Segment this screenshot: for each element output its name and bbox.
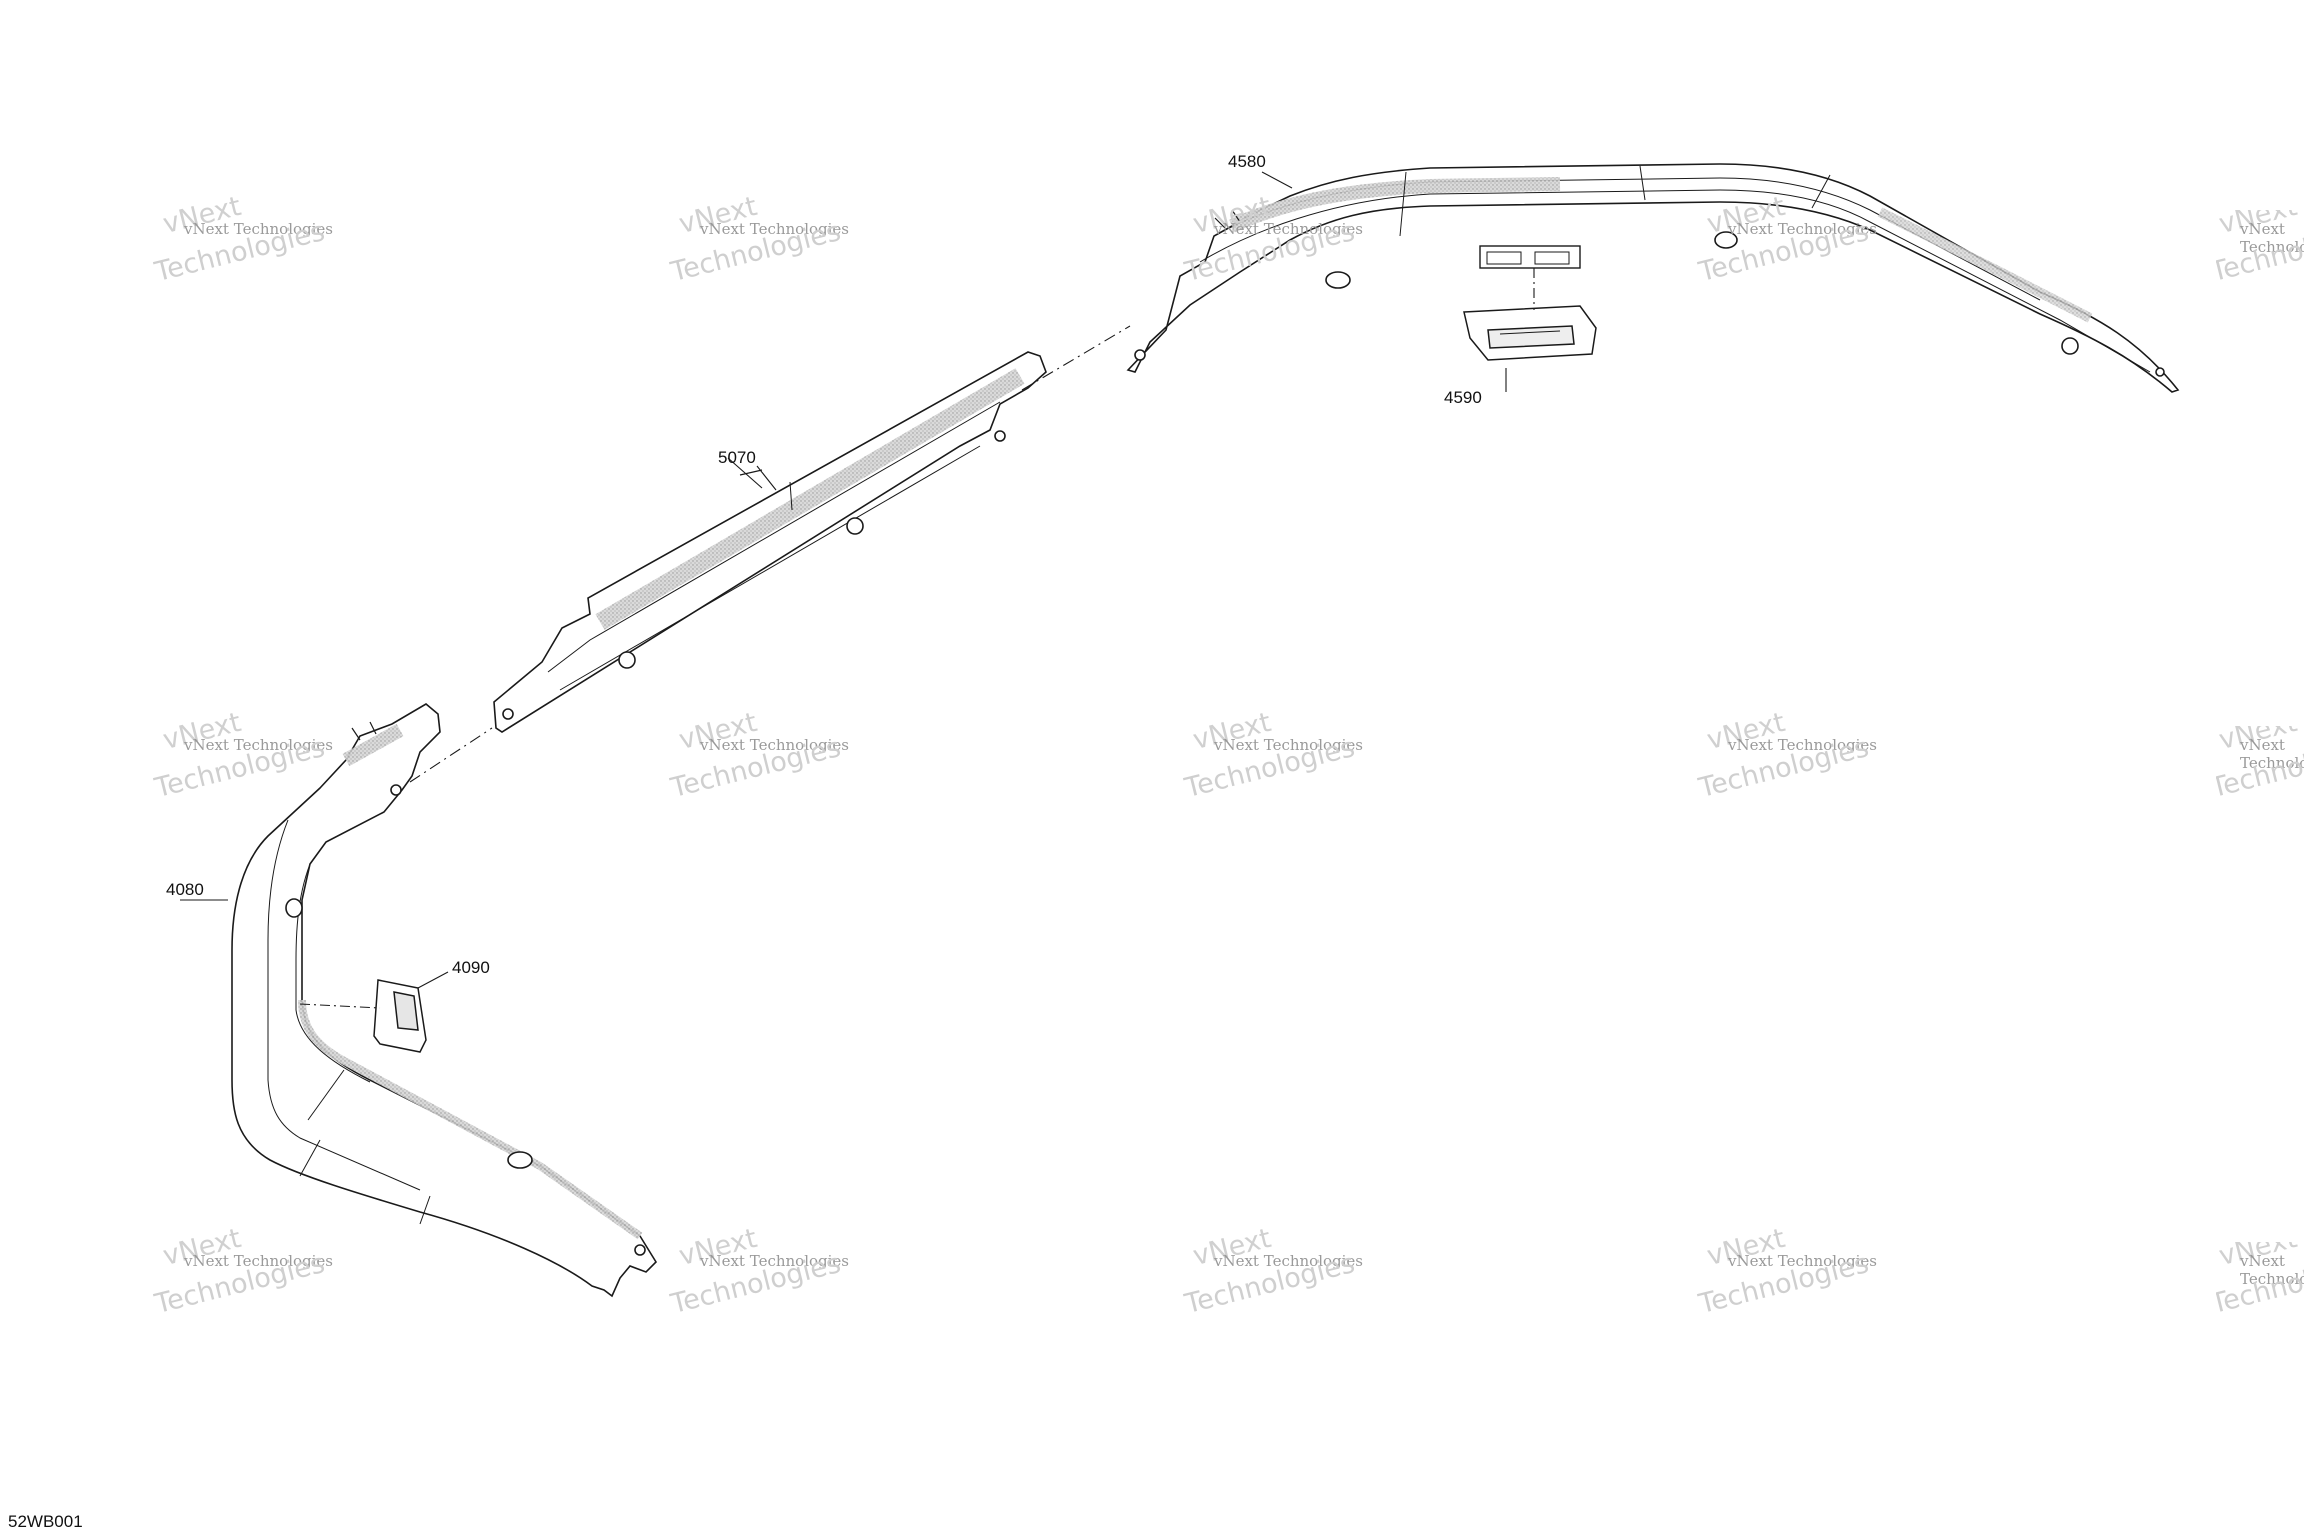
callout-4590: 4590 [1444,388,1482,407]
callout-4580: 4580 [1228,152,1266,171]
callout-leaders [756,171,1293,491]
reference-code: 52WB001 [8,1512,83,1531]
callout-4090: 4090 [452,958,490,977]
callout-4080: 4080 [166,880,204,899]
part-4590-clip [1463,268,1597,392]
part-4090-clip [299,971,449,1053]
callout-5070: 5070 [718,448,756,467]
part-4080-rail [180,703,658,1298]
part-4580-rail [1126,163,2180,393]
part-5070-rail [409,325,1131,783]
